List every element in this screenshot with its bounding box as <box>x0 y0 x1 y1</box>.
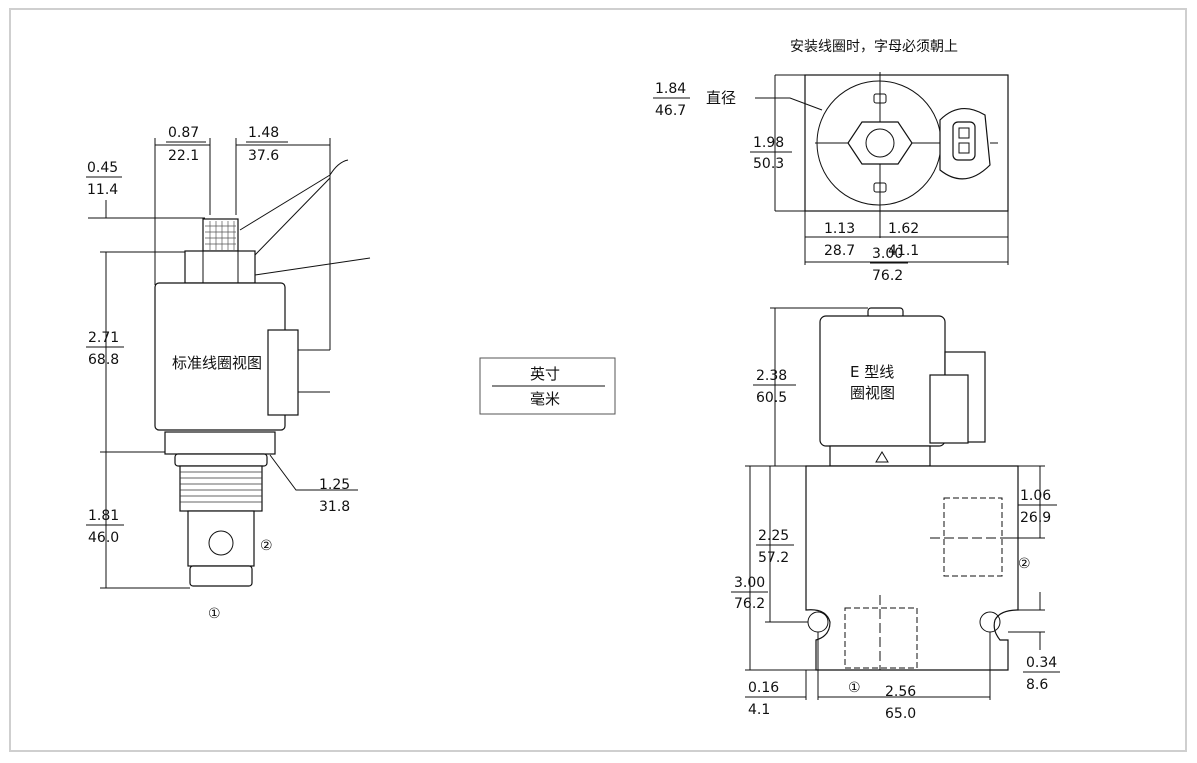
dim-port2-mm: 57.2 <box>758 550 789 566</box>
dim-dia-in: 1.84 <box>655 81 686 97</box>
dim-holes-in: 2.56 <box>885 684 916 700</box>
dim-top-width-mm: 22.1 <box>168 148 199 164</box>
units-legend: 英寸 毫米 <box>479 357 616 415</box>
dim-hex-in: 1.25 <box>319 477 350 493</box>
dim-height-mm: 50.3 <box>753 156 784 172</box>
dim-body-in: 3.00 <box>734 575 765 591</box>
top-view: 安装线圈时，字母必须朝上 1.84 46.7 直径 1.98 50.3 1.13… <box>653 39 1009 284</box>
dim-port2-right-mm: 26.9 <box>1020 510 1051 526</box>
legend-inch: 英寸 <box>530 365 560 383</box>
dim-width-in: 3.00 <box>872 246 903 262</box>
dim-left-mm: 28.7 <box>824 243 855 259</box>
side-view-title-1: E 型线 <box>850 363 894 381</box>
dim-edge-mm: 4.1 <box>748 702 770 718</box>
dim-coil-in: 2.38 <box>756 368 787 384</box>
dim-width-mm: 76.2 <box>872 268 903 284</box>
dim-edge-in: 0.16 <box>748 680 779 696</box>
dim-holes-mm: 65.0 <box>885 706 916 722</box>
dim-cartridge-in: 1.81 <box>88 508 119 524</box>
dim-right-mm: 41.1 <box>888 243 919 259</box>
dim-body-mm: 76.2 <box>734 596 765 612</box>
left-valve-view: 0.87 22.1 1.48 37.6 0.45 11.4 <box>86 125 371 622</box>
dim-cartridge-mm: 46.0 <box>88 530 119 546</box>
dim-top-width-in: 0.87 <box>168 125 199 141</box>
left-port-1: ① <box>208 606 221 622</box>
dim-coil-height-in: 2.71 <box>88 330 119 346</box>
dim-coil-height-mm: 68.8 <box>88 352 119 368</box>
side-view: E 型线 圈视图 2.38 60.5 2.25 57.2 3.00 76.2 1… <box>731 307 1060 722</box>
side-port-2: ② <box>1018 556 1031 572</box>
dim-height-in: 1.98 <box>753 135 784 151</box>
dim-hex-mm: 31.8 <box>319 499 350 515</box>
dim-overall-width-mm: 37.6 <box>248 148 279 164</box>
diameter-label: 直径 <box>706 89 736 107</box>
dim-port2-right-in: 1.06 <box>1020 488 1051 504</box>
dim-nut-height-mm: 11.4 <box>87 182 118 198</box>
left-port-2: ② <box>260 538 273 554</box>
dim-left-in: 1.13 <box>824 221 855 237</box>
dim-coil-mm: 60.5 <box>756 390 787 406</box>
top-view-note: 安装线圈时，字母必须朝上 <box>790 39 958 55</box>
dim-dia-mm: 46.7 <box>655 103 686 119</box>
dim-right-in: 1.62 <box>888 221 919 237</box>
dim-nut-height-in: 0.45 <box>87 160 118 176</box>
left-view-title: 标准线圈视图 <box>172 354 262 372</box>
side-view-title-2: 圈视图 <box>850 384 895 402</box>
legend-mm: 毫米 <box>530 390 560 408</box>
dim-hole-in: 0.34 <box>1026 655 1057 671</box>
dim-port2-in: 2.25 <box>758 528 789 544</box>
side-port-1: ① <box>848 680 861 696</box>
dim-overall-width-in: 1.48 <box>248 125 279 141</box>
dim-hole-mm: 8.6 <box>1026 677 1048 693</box>
